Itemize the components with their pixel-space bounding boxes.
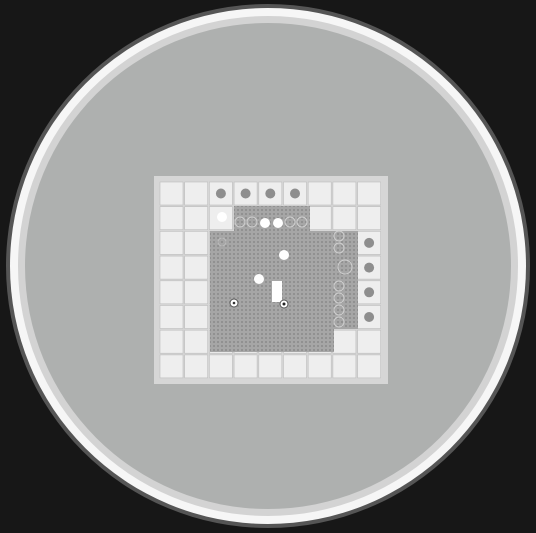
board-cell[interactable] — [185, 207, 208, 230]
board-cell[interactable] — [358, 182, 381, 205]
board-cell[interactable] — [160, 256, 183, 279]
board-cell[interactable] — [333, 355, 356, 378]
board-cell[interactable] — [234, 355, 257, 378]
board-cell[interactable] — [160, 281, 183, 304]
board-cell[interactable] — [358, 355, 381, 378]
board-cell[interactable] — [160, 207, 183, 230]
edge-piece[interactable] — [364, 238, 374, 248]
edge-piece[interactable] — [216, 189, 226, 199]
board-cell[interactable] — [333, 207, 356, 230]
board-cell[interactable] — [333, 182, 356, 205]
target-marker[interactable] — [280, 300, 288, 308]
board-cell[interactable] — [185, 281, 208, 304]
board-cell[interactable] — [308, 355, 331, 378]
board-cell[interactable] — [308, 207, 331, 230]
edge-piece[interactable] — [290, 189, 300, 199]
white-piece[interactable] — [260, 218, 270, 228]
board-cell[interactable] — [358, 207, 381, 230]
board-cell[interactable] — [185, 182, 208, 205]
white-piece[interactable] — [254, 274, 264, 284]
board-cell[interactable] — [185, 330, 208, 353]
player-marker[interactable] — [230, 299, 238, 307]
board-cell[interactable] — [333, 330, 356, 353]
board-cell[interactable] — [358, 330, 381, 353]
board-cell[interactable] — [185, 256, 208, 279]
board-cell[interactable] — [284, 355, 307, 378]
white-piece[interactable] — [279, 250, 289, 260]
game-board[interactable] — [154, 176, 388, 384]
board-cell[interactable] — [160, 231, 183, 254]
edge-piece[interactable] — [364, 287, 374, 297]
edge-piece[interactable] — [241, 189, 251, 199]
board-cell[interactable] — [185, 355, 208, 378]
board-cell[interactable] — [185, 231, 208, 254]
board-cell[interactable] — [308, 182, 331, 205]
edge-piece[interactable] — [364, 312, 374, 322]
white-piece[interactable] — [217, 212, 227, 222]
board-cell[interactable] — [209, 355, 232, 378]
edge-piece[interactable] — [364, 263, 374, 273]
white-block-piece[interactable] — [272, 281, 282, 302]
board-cell[interactable] — [259, 355, 282, 378]
board-cell[interactable] — [160, 330, 183, 353]
board-cell[interactable] — [160, 306, 183, 329]
edge-piece[interactable] — [265, 189, 275, 199]
board-cell[interactable] — [160, 355, 183, 378]
board-cell[interactable] — [160, 182, 183, 205]
white-piece[interactable] — [273, 218, 283, 228]
board-cell[interactable] — [185, 306, 208, 329]
